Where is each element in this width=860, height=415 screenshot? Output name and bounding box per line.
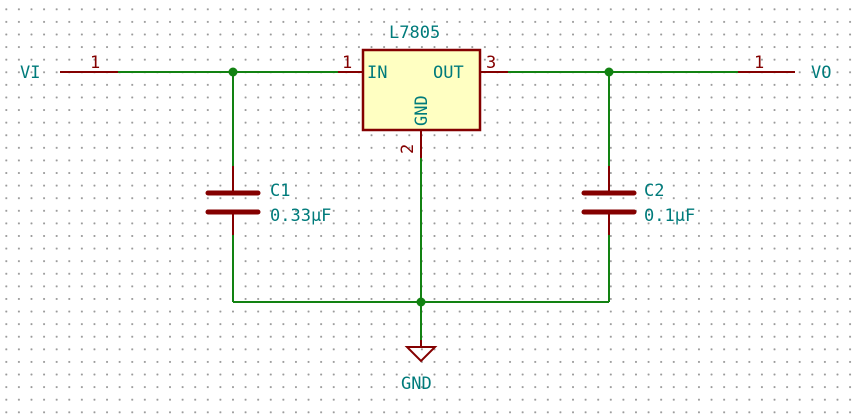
ground-symbol-icon [404, 346, 438, 363]
output-port-pin-number: 1 [754, 53, 764, 73]
capacitor-c2: C2 0.1µF [581, 166, 695, 235]
output-port-label: VO [811, 63, 831, 83]
capacitor-c1: C1 0.33µF [205, 166, 331, 235]
capacitor-c2-value: 0.1µF [644, 206, 695, 226]
junction-dot [416, 297, 426, 307]
capacitor-c2-ref: C2 [644, 181, 664, 201]
ground: GND [401, 340, 438, 394]
junctions [228, 67, 614, 307]
input-port: VI 1 [20, 53, 118, 83]
input-port-label: VI [20, 63, 40, 83]
regulator-pin-out-number: 3 [486, 53, 496, 73]
junction-dot [228, 67, 238, 77]
junction-dot [604, 67, 614, 77]
regulator-pin-out-name: OUT [433, 63, 464, 83]
regulator-name: L7805 [389, 23, 440, 43]
ground-label: GND [401, 374, 432, 394]
regulator-pin-in-number: 1 [342, 53, 352, 73]
capacitor-c1-value: 0.33µF [270, 206, 331, 226]
regulator-pin-gnd-number: 2 [398, 144, 418, 154]
regulator-pin-gnd-name: GND [412, 95, 432, 126]
regulator-body [361, 48, 482, 132]
regulator-pin-in-name: IN [367, 63, 387, 83]
capacitor-c1-ref: C1 [270, 181, 290, 201]
output-port: VO 1 [738, 53, 831, 83]
regulator: L7805 IN OUT GND 1 3 2 [338, 23, 508, 158]
input-port-pin-number: 1 [90, 53, 100, 73]
